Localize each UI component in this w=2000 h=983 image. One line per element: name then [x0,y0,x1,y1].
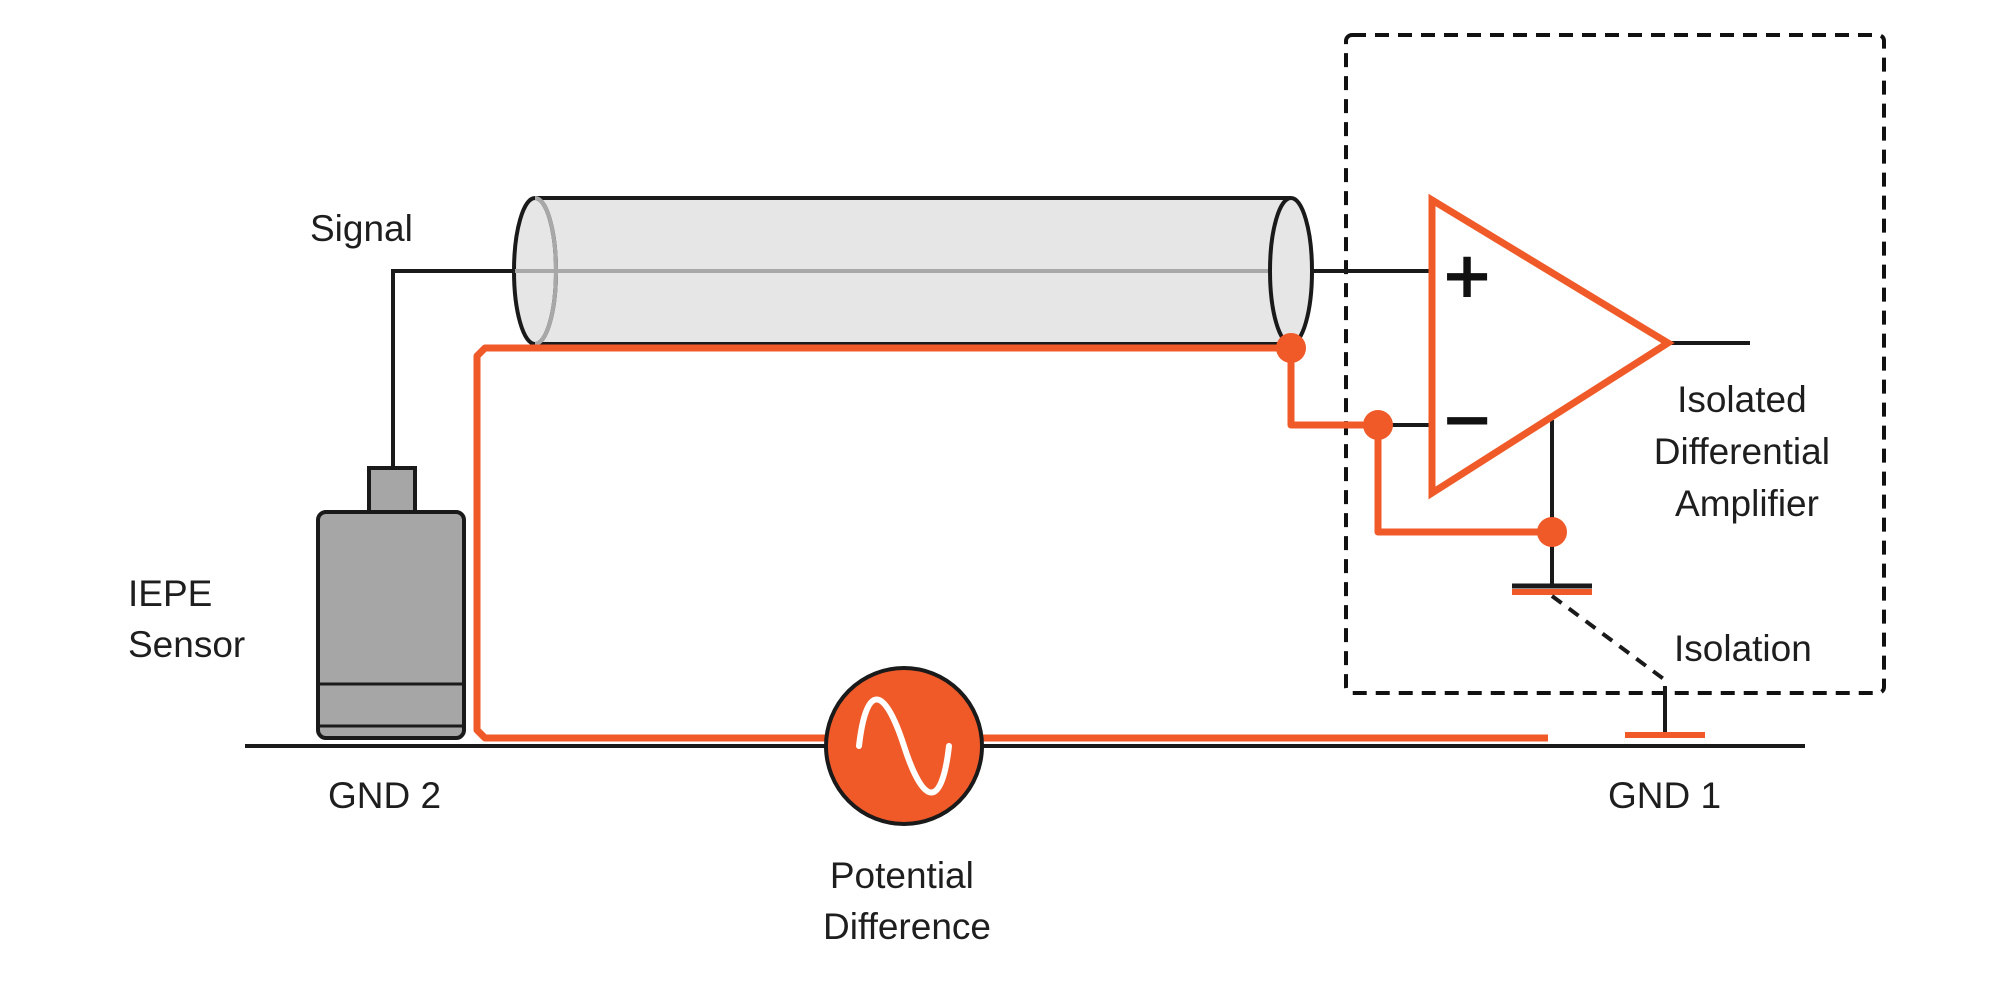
op-amp-triangle-icon [1428,193,1675,500]
junction-dot-ground [1537,517,1567,547]
isolated-ground-symbol [1512,583,1592,595]
signal-label: Signal [310,208,413,249]
isolation-label: Isolation [1674,628,1812,669]
ac-sine-source-icon [824,666,984,826]
plus-sign: + [1440,239,1494,313]
coax-cable [512,196,1314,346]
gnd1-ground-symbol [1625,686,1705,738]
isolation-boundary-box [1344,33,1886,695]
potential-difference-label: Potential Difference [823,855,991,947]
minus-to-ground-path [1374,425,1552,536]
junction-dot-shield [1276,333,1306,363]
iepe-sensor-label: IEPE Sensor [128,573,245,665]
junction-dot-minus [1363,410,1393,440]
ground-loop-path [473,344,1548,742]
shield-to-minus-path [1287,348,1378,429]
iepe-sensor-icon [316,466,466,740]
gnd2-label: GND 2 [328,775,441,816]
signal-wire-sensor [391,269,515,468]
amplifier-label: Isolated Differential Amplifier [1654,379,1840,524]
gnd1-label: GND 1 [1608,775,1721,816]
minus-sign: − [1440,383,1494,457]
isolation-dashed-link [1550,594,1667,682]
